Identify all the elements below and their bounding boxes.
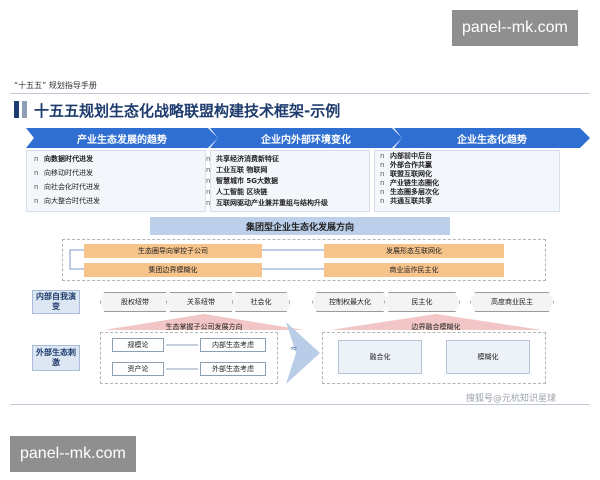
- chip-internal-eco: 内部生态考虑: [200, 338, 266, 352]
- external-stimulus-label: 外部生态刺激: [32, 345, 80, 371]
- pink-label-right: 边界融合模糊化: [411, 322, 461, 331]
- title-accent-bar: [14, 101, 19, 118]
- chip-asset-theory: 资产论: [112, 362, 164, 376]
- hex-equity-tie: 股权纽带: [100, 292, 170, 312]
- bullet-icon: n: [380, 197, 385, 205]
- footer-source: 搜狐号@元杭知识星球: [466, 394, 557, 404]
- bullet-icon: n: [380, 179, 385, 187]
- hex-relation-tie: 关系纽带: [166, 292, 236, 312]
- right-destination-frame: [322, 332, 546, 384]
- orange-box-subsidiary-control: 生态圈导向掌控子公司: [84, 244, 262, 258]
- chevron-header-1: 产业生态发展的趋势: [77, 134, 167, 146]
- watermark-bottom: panel--mk.com: [10, 436, 136, 472]
- bullet-icon: n: [34, 169, 39, 177]
- bullet-icon: n: [380, 188, 385, 196]
- chevron-2-shape: [210, 128, 402, 148]
- pink-triangle-right: [330, 314, 542, 330]
- connector-lines: [69, 249, 324, 270]
- bullet-icon: n: [206, 166, 211, 174]
- chip-external-eco: 外部生态考虑: [200, 362, 266, 376]
- bullet-icon: n: [34, 197, 39, 205]
- watermark-top: panel--mk.com: [452, 10, 578, 46]
- bullet-icon: n: [34, 183, 39, 191]
- development-direction-bar: 集团型企业生态化发展方向: [150, 217, 450, 235]
- orange-box-commerce-democracy: 商业运作民主化: [324, 263, 504, 277]
- footer-rule: [10, 404, 590, 405]
- bullet-icon: n: [34, 155, 39, 163]
- chevron-3-shape: [394, 128, 590, 148]
- hex-socialization: 社会化: [232, 292, 290, 312]
- chip-scale-theory: 规模论: [112, 338, 164, 352]
- bullet-icon: n: [380, 152, 385, 160]
- dest-blur: 模糊化: [446, 340, 530, 374]
- header-rule: [10, 93, 590, 94]
- panel-environment-change: [210, 150, 370, 212]
- chip-arrows: [166, 344, 198, 370]
- title-accent-bar-light: [22, 101, 27, 118]
- pink-triangle-left: [104, 314, 304, 330]
- hex-max-control: 控制权最大化: [312, 292, 388, 312]
- panel-industry-trends: [26, 150, 206, 212]
- orange-box-boundary-blur: 集团边界模糊化: [84, 263, 262, 277]
- chevron-header-row: [26, 128, 590, 148]
- chevron-header-2: 企业内外部环境变化: [261, 134, 351, 146]
- page-title: 十五五规划生态化战略联盟构建技术框架-示例: [34, 102, 341, 120]
- direction-dashed-frame: [62, 239, 546, 281]
- bullet-icon: n: [380, 170, 385, 178]
- guide-label: “十五五” 规划指导手册: [14, 81, 97, 90]
- chevron-1-shape: [26, 128, 218, 148]
- transition-arrow-icon: [286, 322, 320, 384]
- panel-enterprise-trends: [374, 150, 560, 212]
- pink-label-left: 生态掌握子公司发展方向: [165, 322, 243, 331]
- left-connector: [69, 249, 84, 270]
- transition-glyph: ≈: [290, 344, 298, 354]
- bullet-icon: n: [206, 199, 211, 207]
- internal-evolution-label: 内部自我演变: [32, 290, 80, 314]
- dest-fusion: 融合化: [338, 340, 422, 374]
- hex-democratization: 民主化: [384, 292, 460, 312]
- bullet-icon: n: [206, 155, 211, 163]
- orange-box-internet-form: 发展形态互联网化: [324, 244, 504, 258]
- chevron-header-3: 企业生态化趋势: [457, 134, 527, 146]
- bullet-icon: n: [206, 188, 211, 196]
- bullet-icon: n: [380, 161, 385, 169]
- hex-high-commerce-democracy: 高度商业民主: [470, 292, 554, 312]
- bullet-icon: n: [206, 177, 211, 185]
- left-consideration-frame: [100, 332, 278, 384]
